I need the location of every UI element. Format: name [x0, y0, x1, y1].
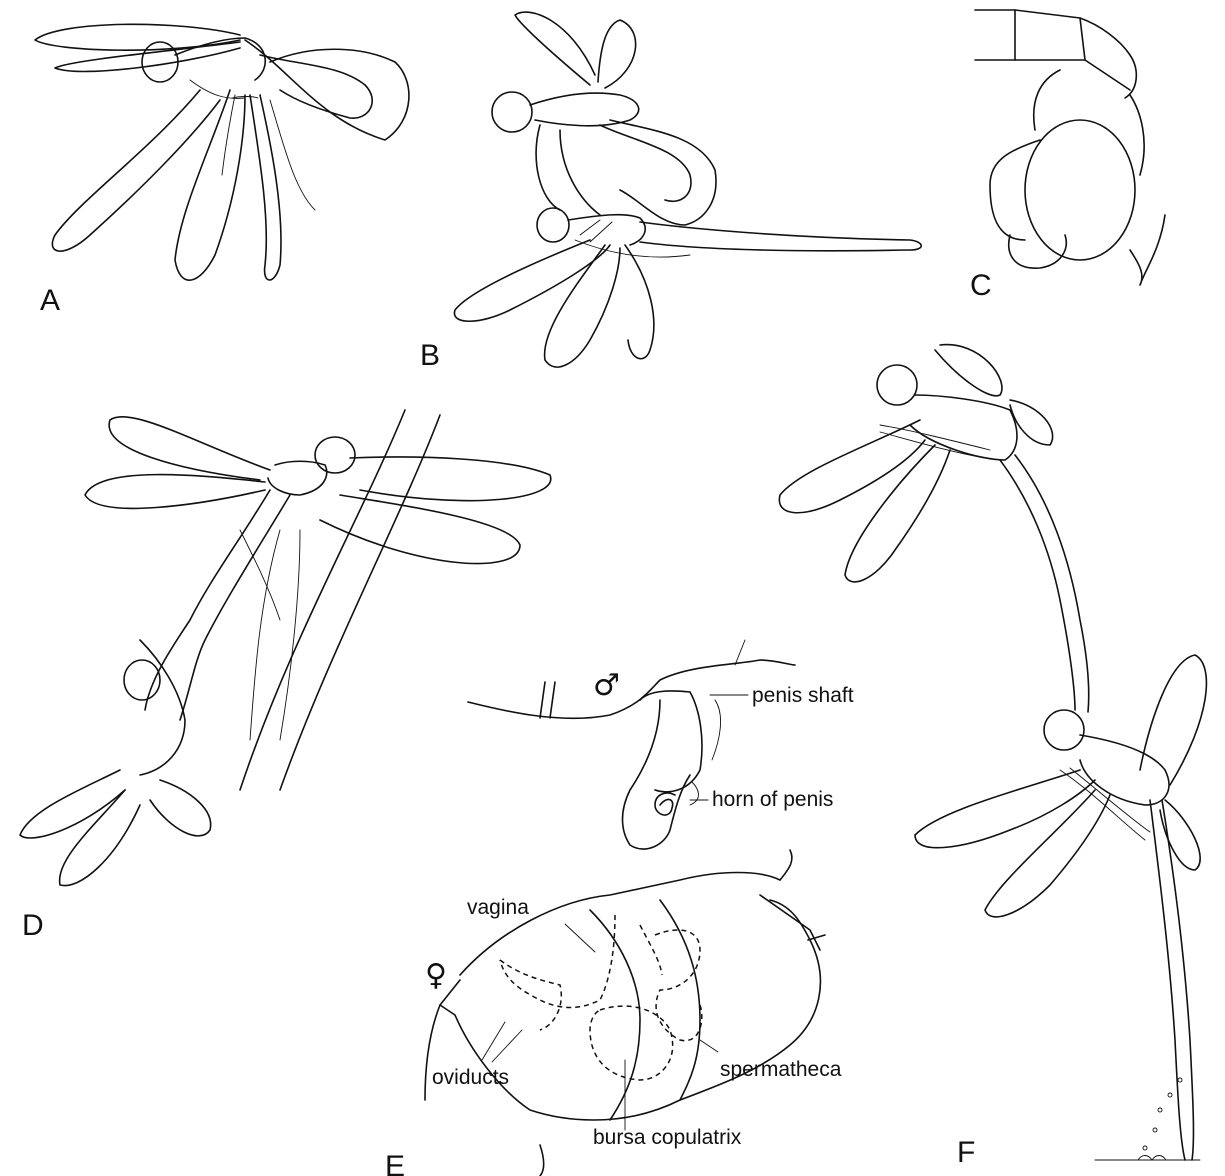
label-oviducts: oviducts — [432, 1066, 509, 1089]
label-spermatheca: spermatheca — [720, 1058, 842, 1081]
panel-label-a: A — [40, 284, 60, 317]
male-symbol: ♂ — [593, 668, 620, 703]
panel-label-b: B — [420, 339, 440, 372]
label-horn-of-penis: horn of penis — [712, 788, 833, 811]
panel-b-drawing — [454, 12, 921, 367]
panel-label-f: F — [957, 1136, 975, 1169]
female-symbol: ♀ — [425, 958, 447, 993]
panel-c-drawing — [975, 10, 1165, 285]
panel-a-drawing — [35, 24, 409, 280]
panel-label-c: C — [970, 269, 992, 302]
panel-label-e: E — [385, 1150, 405, 1176]
label-vagina: vagina — [467, 896, 529, 919]
male-genitalia-drawing — [468, 640, 795, 849]
label-bursa-copulatrix: bursa copulatrix — [593, 1126, 742, 1149]
panel-label-d: D — [22, 909, 44, 942]
panel-d-drawing — [20, 410, 551, 886]
panel-f-drawing — [779, 345, 1206, 1160]
label-penis-shaft: penis shaft — [752, 684, 854, 707]
